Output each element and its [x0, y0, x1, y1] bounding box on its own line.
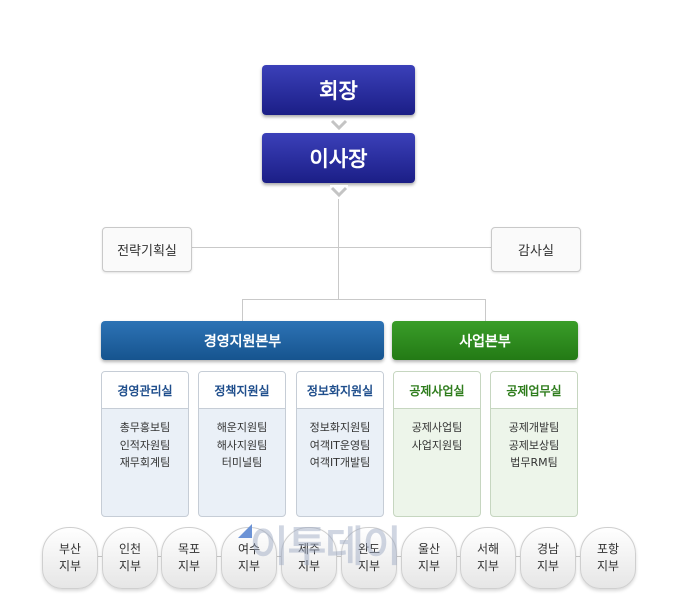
team-item: 해운지원팀 — [216, 421, 268, 434]
department-name: 경영관리실 — [102, 372, 188, 409]
connector-branch-horizontal — [70, 556, 610, 557]
team-item: 법무RM팀 — [510, 456, 558, 469]
business-division: 사업본부 — [392, 321, 578, 360]
department-management-admin: 경영관리실 총무홍보팀 인적자원팀 재무회계팀 — [101, 371, 189, 517]
team-item: 공제보상팀 — [508, 438, 560, 452]
team-item: 여객IT개발팀 — [309, 456, 371, 469]
chevron-down-icon — [330, 119, 348, 131]
team-item: 인적자원팀 — [119, 438, 171, 452]
chairman-box: 회장 — [262, 65, 415, 115]
management-support-division: 경영지원본부 — [101, 321, 384, 360]
watermark-logo-icon — [238, 524, 252, 538]
team-item: 공제사업팀 — [411, 421, 463, 434]
department-name: 공제업무실 — [491, 372, 577, 409]
team-item: 정보화지원팀 — [309, 421, 371, 434]
team-item: 여객IT운영팀 — [309, 438, 371, 452]
connector-staff-horizontal — [190, 247, 492, 248]
department-it-support: 정보화지원실 정보화지원팀 여객IT운영팀 여객IT개발팀 — [296, 371, 384, 517]
department-name: 정보화지원실 — [297, 372, 383, 409]
team-item: 터미널팀 — [221, 456, 263, 469]
chevron-down-icon — [330, 185, 348, 199]
department-mutual-aid-operations: 공제업무실 공제개발팀 공제보상팀 법무RM팀 — [490, 371, 578, 517]
team-item: 사업지원팀 — [411, 438, 463, 452]
department-name: 정책지원실 — [199, 372, 285, 409]
president-box: 이사장 — [262, 133, 415, 183]
connector-division-horizontal — [242, 299, 486, 300]
team-item: 해사지원팀 — [216, 438, 268, 452]
team-item: 재무회계팀 — [119, 456, 171, 469]
department-policy-support: 정책지원실 해운지원팀 해사지원팀 터미널팀 — [198, 371, 286, 517]
department-mutual-aid-business: 공제사업실 공제사업팀 사업지원팀 — [393, 371, 481, 517]
team-item: 총무홍보팀 — [119, 421, 171, 434]
audit-office: 감사실 — [491, 227, 581, 272]
connector-division-left — [242, 299, 243, 321]
connector-division-right — [485, 299, 486, 321]
watermark: 이투데이 — [250, 522, 402, 571]
department-name: 공제사업실 — [394, 372, 480, 409]
team-item: 공제개발팀 — [508, 421, 560, 434]
strategy-planning-office: 전략기획실 — [102, 227, 192, 272]
